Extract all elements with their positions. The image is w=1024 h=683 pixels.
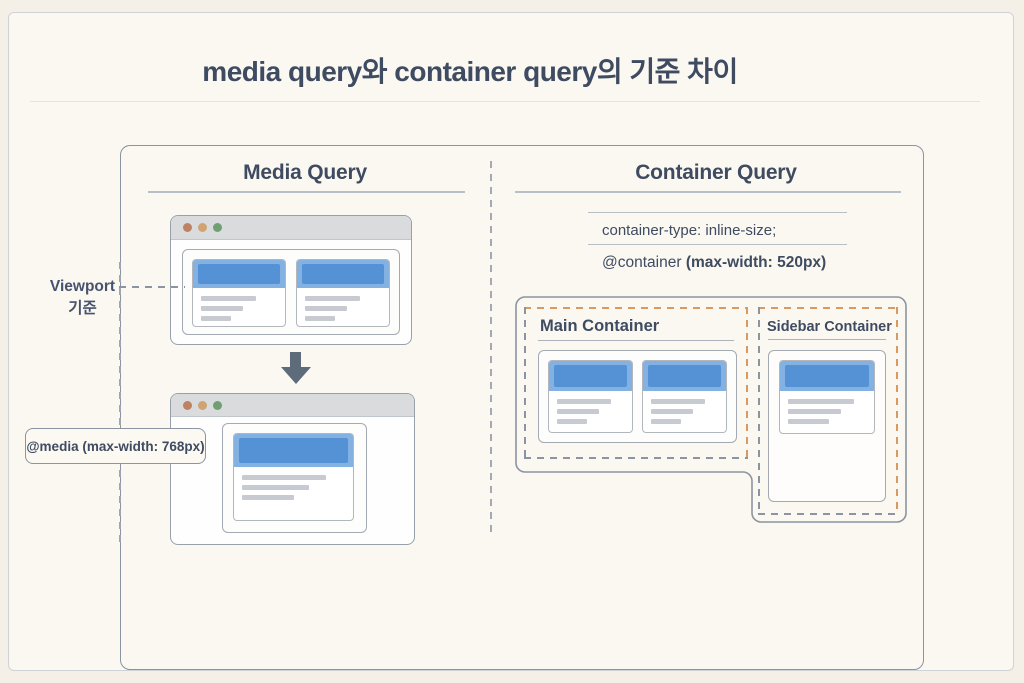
- text-line: [557, 399, 611, 404]
- window-minimize-dot-icon: [198, 223, 207, 232]
- window-maximize-dot-icon: [213, 400, 222, 410]
- viewport-label-line1: Viewport: [49, 278, 116, 295]
- text-line: [651, 399, 705, 404]
- containers-outline-path: [515, 296, 907, 523]
- text-line: [788, 399, 855, 404]
- dashed-edge: [758, 307, 760, 515]
- text-line: [305, 306, 347, 311]
- card-text-lines: [297, 288, 389, 321]
- window-close-dot-icon: [183, 223, 192, 232]
- title-divider: [30, 101, 980, 102]
- viewport-label-line2: 기준: [68, 299, 97, 317]
- sidebar-container-boundary: Sidebar Container: [758, 307, 898, 515]
- browser-window-narrow: [170, 393, 415, 545]
- card-text-lines: [643, 391, 726, 424]
- card-image-placeholder: [297, 260, 389, 288]
- code-rule-mid: [588, 244, 847, 245]
- content-wrapper: [222, 423, 367, 533]
- card-text-lines: [193, 288, 285, 321]
- text-line: [242, 495, 294, 500]
- window-close-dot-icon: [183, 400, 192, 410]
- card-image-placeholder: [780, 361, 874, 391]
- card-image-inner: [198, 264, 280, 284]
- card-image-placeholder: [549, 361, 632, 391]
- card-text-lines: [234, 467, 353, 500]
- panel-divider-dashed: [490, 161, 492, 538]
- container-rule-condition: (max-width: 520px): [685, 254, 827, 271]
- sidebar-container-label: Sidebar Container: [767, 319, 892, 335]
- text-line: [788, 419, 829, 424]
- card-image-placeholder: [643, 361, 726, 391]
- code-line-container-rule: @container (max-width: 520px): [602, 254, 826, 272]
- card-image-inner: [302, 264, 384, 284]
- window-titlebar: [171, 394, 414, 417]
- code-line-container-type: container-type: inline-size;: [602, 222, 777, 239]
- dashed-edge: [524, 457, 748, 459]
- container-query-heading-rule: [515, 191, 901, 193]
- dashed-edge: [758, 307, 898, 309]
- card-skeleton: [642, 360, 727, 433]
- content-wrapper: [182, 249, 400, 335]
- card-skeleton: [779, 360, 875, 434]
- diagram-title: media query와 container query의 기준 차이: [202, 56, 738, 87]
- arrow-down-icon-head: [281, 367, 311, 384]
- media-query-heading: Media Query: [243, 161, 367, 184]
- card-image-inner: [648, 365, 721, 387]
- container-rule-prefix: @container: [602, 254, 686, 271]
- text-line: [788, 409, 842, 414]
- text-line: [305, 316, 336, 321]
- dashed-edge: [524, 307, 526, 459]
- containers-outline: [515, 296, 907, 523]
- viewport-connector-dashed: [119, 286, 185, 288]
- arrow-down-icon: [290, 352, 301, 368]
- card-image-placeholder: [234, 434, 353, 467]
- window-minimize-dot-icon: [198, 400, 207, 410]
- text-line: [651, 419, 682, 424]
- dashed-edge: [524, 307, 748, 309]
- content-wrapper: [768, 350, 886, 502]
- text-line: [201, 316, 232, 321]
- media-query-heading-rule: [148, 191, 465, 193]
- text-line: [651, 409, 693, 414]
- card-skeleton: [548, 360, 633, 433]
- media-rule-badge: @media (max-width: 768px): [25, 428, 206, 464]
- code-rule-top: [588, 212, 847, 213]
- browser-window-wide: [170, 215, 412, 345]
- main-container-label-rule: [538, 340, 734, 342]
- dashed-edge: [746, 307, 748, 459]
- text-line: [201, 306, 243, 311]
- text-line: [557, 419, 588, 424]
- viewport-label: Viewport 기준: [35, 276, 130, 319]
- main-container-label: Main Container: [540, 317, 660, 335]
- card-skeleton: [233, 433, 354, 521]
- card-image-inner: [785, 365, 869, 387]
- card-text-lines: [780, 391, 874, 424]
- text-line: [305, 296, 360, 301]
- window-titlebar: [171, 216, 411, 240]
- card-image-inner: [239, 438, 348, 463]
- dashed-edge: [896, 307, 898, 515]
- text-line: [242, 485, 309, 490]
- text-line: [242, 475, 327, 480]
- card-skeleton: [192, 259, 286, 327]
- container-query-heading: Container Query: [635, 161, 797, 184]
- text-line: [557, 409, 599, 414]
- content-wrapper: [538, 350, 737, 443]
- sidebar-container-label-rule: [768, 339, 886, 341]
- main-container-boundary: Main Container: [524, 307, 748, 459]
- window-maximize-dot-icon: [213, 223, 222, 232]
- card-skeleton: [296, 259, 390, 327]
- card-image-inner: [554, 365, 627, 387]
- card-image-placeholder: [193, 260, 285, 288]
- dashed-edge: [758, 513, 898, 515]
- text-line: [201, 296, 256, 301]
- card-text-lines: [549, 391, 632, 424]
- viewport-guide-dashed: [119, 262, 121, 548]
